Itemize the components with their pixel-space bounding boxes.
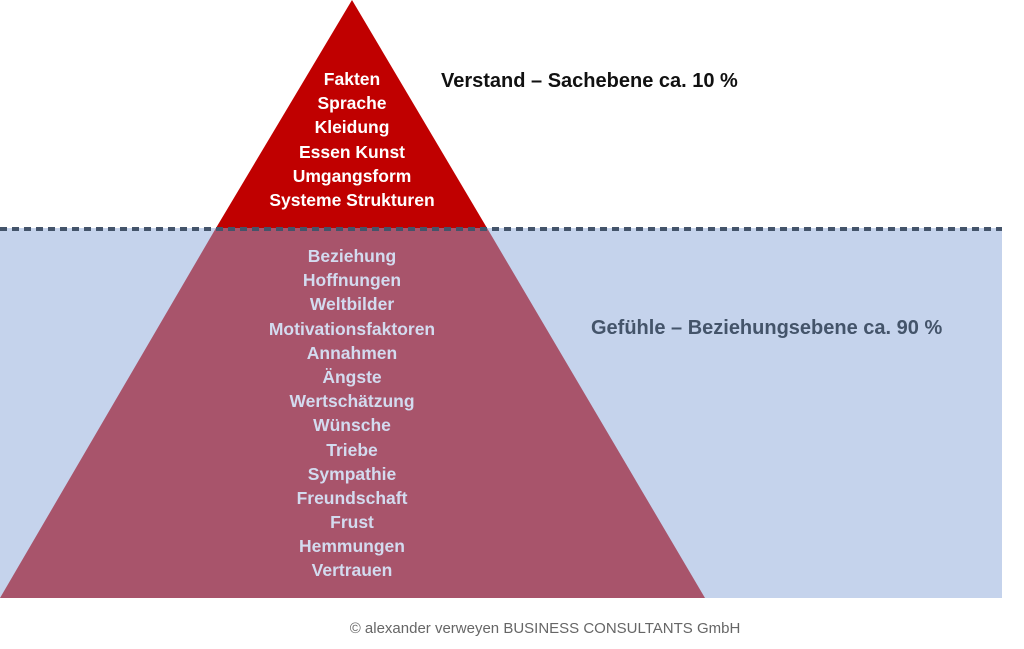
list-item: Hemmungen [299, 536, 405, 557]
above-water-list: Fakten Sprache Kleidung Essen Kunst Umga… [202, 67, 502, 212]
list-item: Beziehung [307, 246, 397, 266]
list-item: Vertrauen [311, 560, 393, 581]
list-item: Weltbilder [309, 294, 395, 315]
list-item: Umgangsform [292, 165, 412, 186]
iceberg-tip [216, 0, 487, 228]
list-item: Ängste [322, 366, 382, 387]
iceberg-underwater [0, 228, 705, 598]
list-item: Systeme Strukturen [269, 189, 435, 210]
list-item: Annahmen [306, 342, 398, 363]
list-item: Triebe [326, 439, 378, 460]
list-item: Wertschätzung [289, 391, 415, 412]
copyright-footer: © alexander verweyen BUSINESS CONSULTANT… [349, 620, 741, 637]
list-item: Essen Kunst [299, 141, 405, 162]
list-item: Sprache [317, 93, 387, 114]
list-item: Wünsche [313, 415, 391, 436]
list-item: Motivationsfaktoren [268, 318, 436, 339]
list-item: Sympathie [307, 463, 397, 484]
below-water-list: Beziehung Hoffnungen Weltbilder Motivati… [202, 244, 502, 583]
emotional-level-label: Gefühle – Beziehungsebene ca. 90 % [591, 317, 943, 339]
list-item: Kleidung [314, 117, 390, 138]
rational-level-label: Verstand – Sachebene ca. 10 % [441, 70, 738, 92]
list-item: Hoffnungen [302, 270, 402, 291]
list-item: Frust [330, 512, 374, 533]
list-item: Freundschaft [296, 487, 408, 508]
list-item: Fakten [323, 69, 381, 89]
